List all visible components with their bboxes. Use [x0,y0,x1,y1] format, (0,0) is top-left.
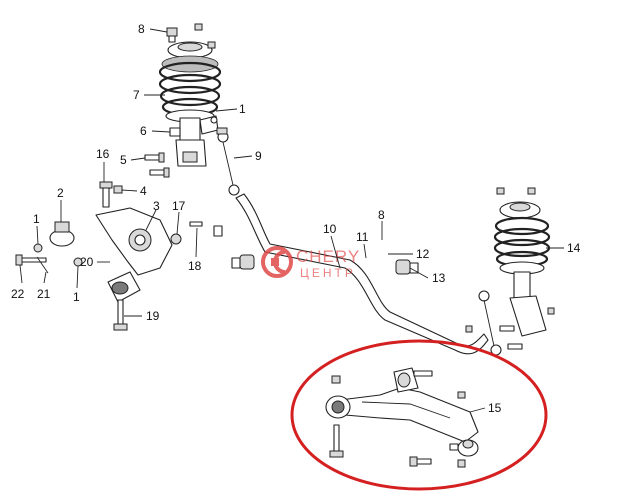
callout-8-top: 8 [138,22,145,36]
watermark: CHERY ЦЕНТР [261,246,360,280]
right-strut-assembly [465,187,555,350]
callout-2: 2 [57,186,64,200]
callout-3: 3 [153,199,160,213]
callout-5: 5 [120,153,127,167]
stabilizer-link-right [478,290,502,356]
highlight-ellipse [290,339,548,491]
callout-19: 19 [146,309,160,323]
stabilizer-bar [213,193,489,355]
callout-1-left: 1 [33,212,40,226]
lower-control-arm [325,367,479,468]
callout-16: 16 [96,147,110,161]
callout-9: 9 [255,149,262,163]
callout-14: 14 [567,241,581,255]
callout-13: 13 [432,271,446,285]
callout-10: 10 [323,222,337,236]
callout-1-top: 1 [239,102,246,116]
callout-18: 18 [188,259,202,273]
callout-1-bottom: 1 [73,290,80,304]
callout-17: 17 [172,199,186,213]
callout-7: 7 [133,88,140,102]
callout-6: 6 [140,124,147,138]
callout-12: 12 [416,247,430,261]
watermark-sub: ЦЕНТР [300,266,356,280]
callout-21: 21 [37,287,51,301]
left-knuckle-assembly [15,181,203,331]
callout-20: 20 [80,255,94,269]
left-strut-assembly [144,23,222,178]
callout-8-middle: 8 [378,208,385,222]
watermark-brand: CHERY [296,247,360,266]
callout-4: 4 [140,184,147,198]
watermark-logo-icon [261,246,293,278]
callout-labels: 8 7 1 6 9 16 5 4 2 3 17 1 20 18 22 21 1 … [11,22,581,415]
stabilizer-link-left [216,127,240,196]
callout-15: 15 [488,401,502,415]
callout-22: 22 [11,287,25,301]
callout-11: 11 [356,230,369,244]
leader-lines [19,28,564,413]
